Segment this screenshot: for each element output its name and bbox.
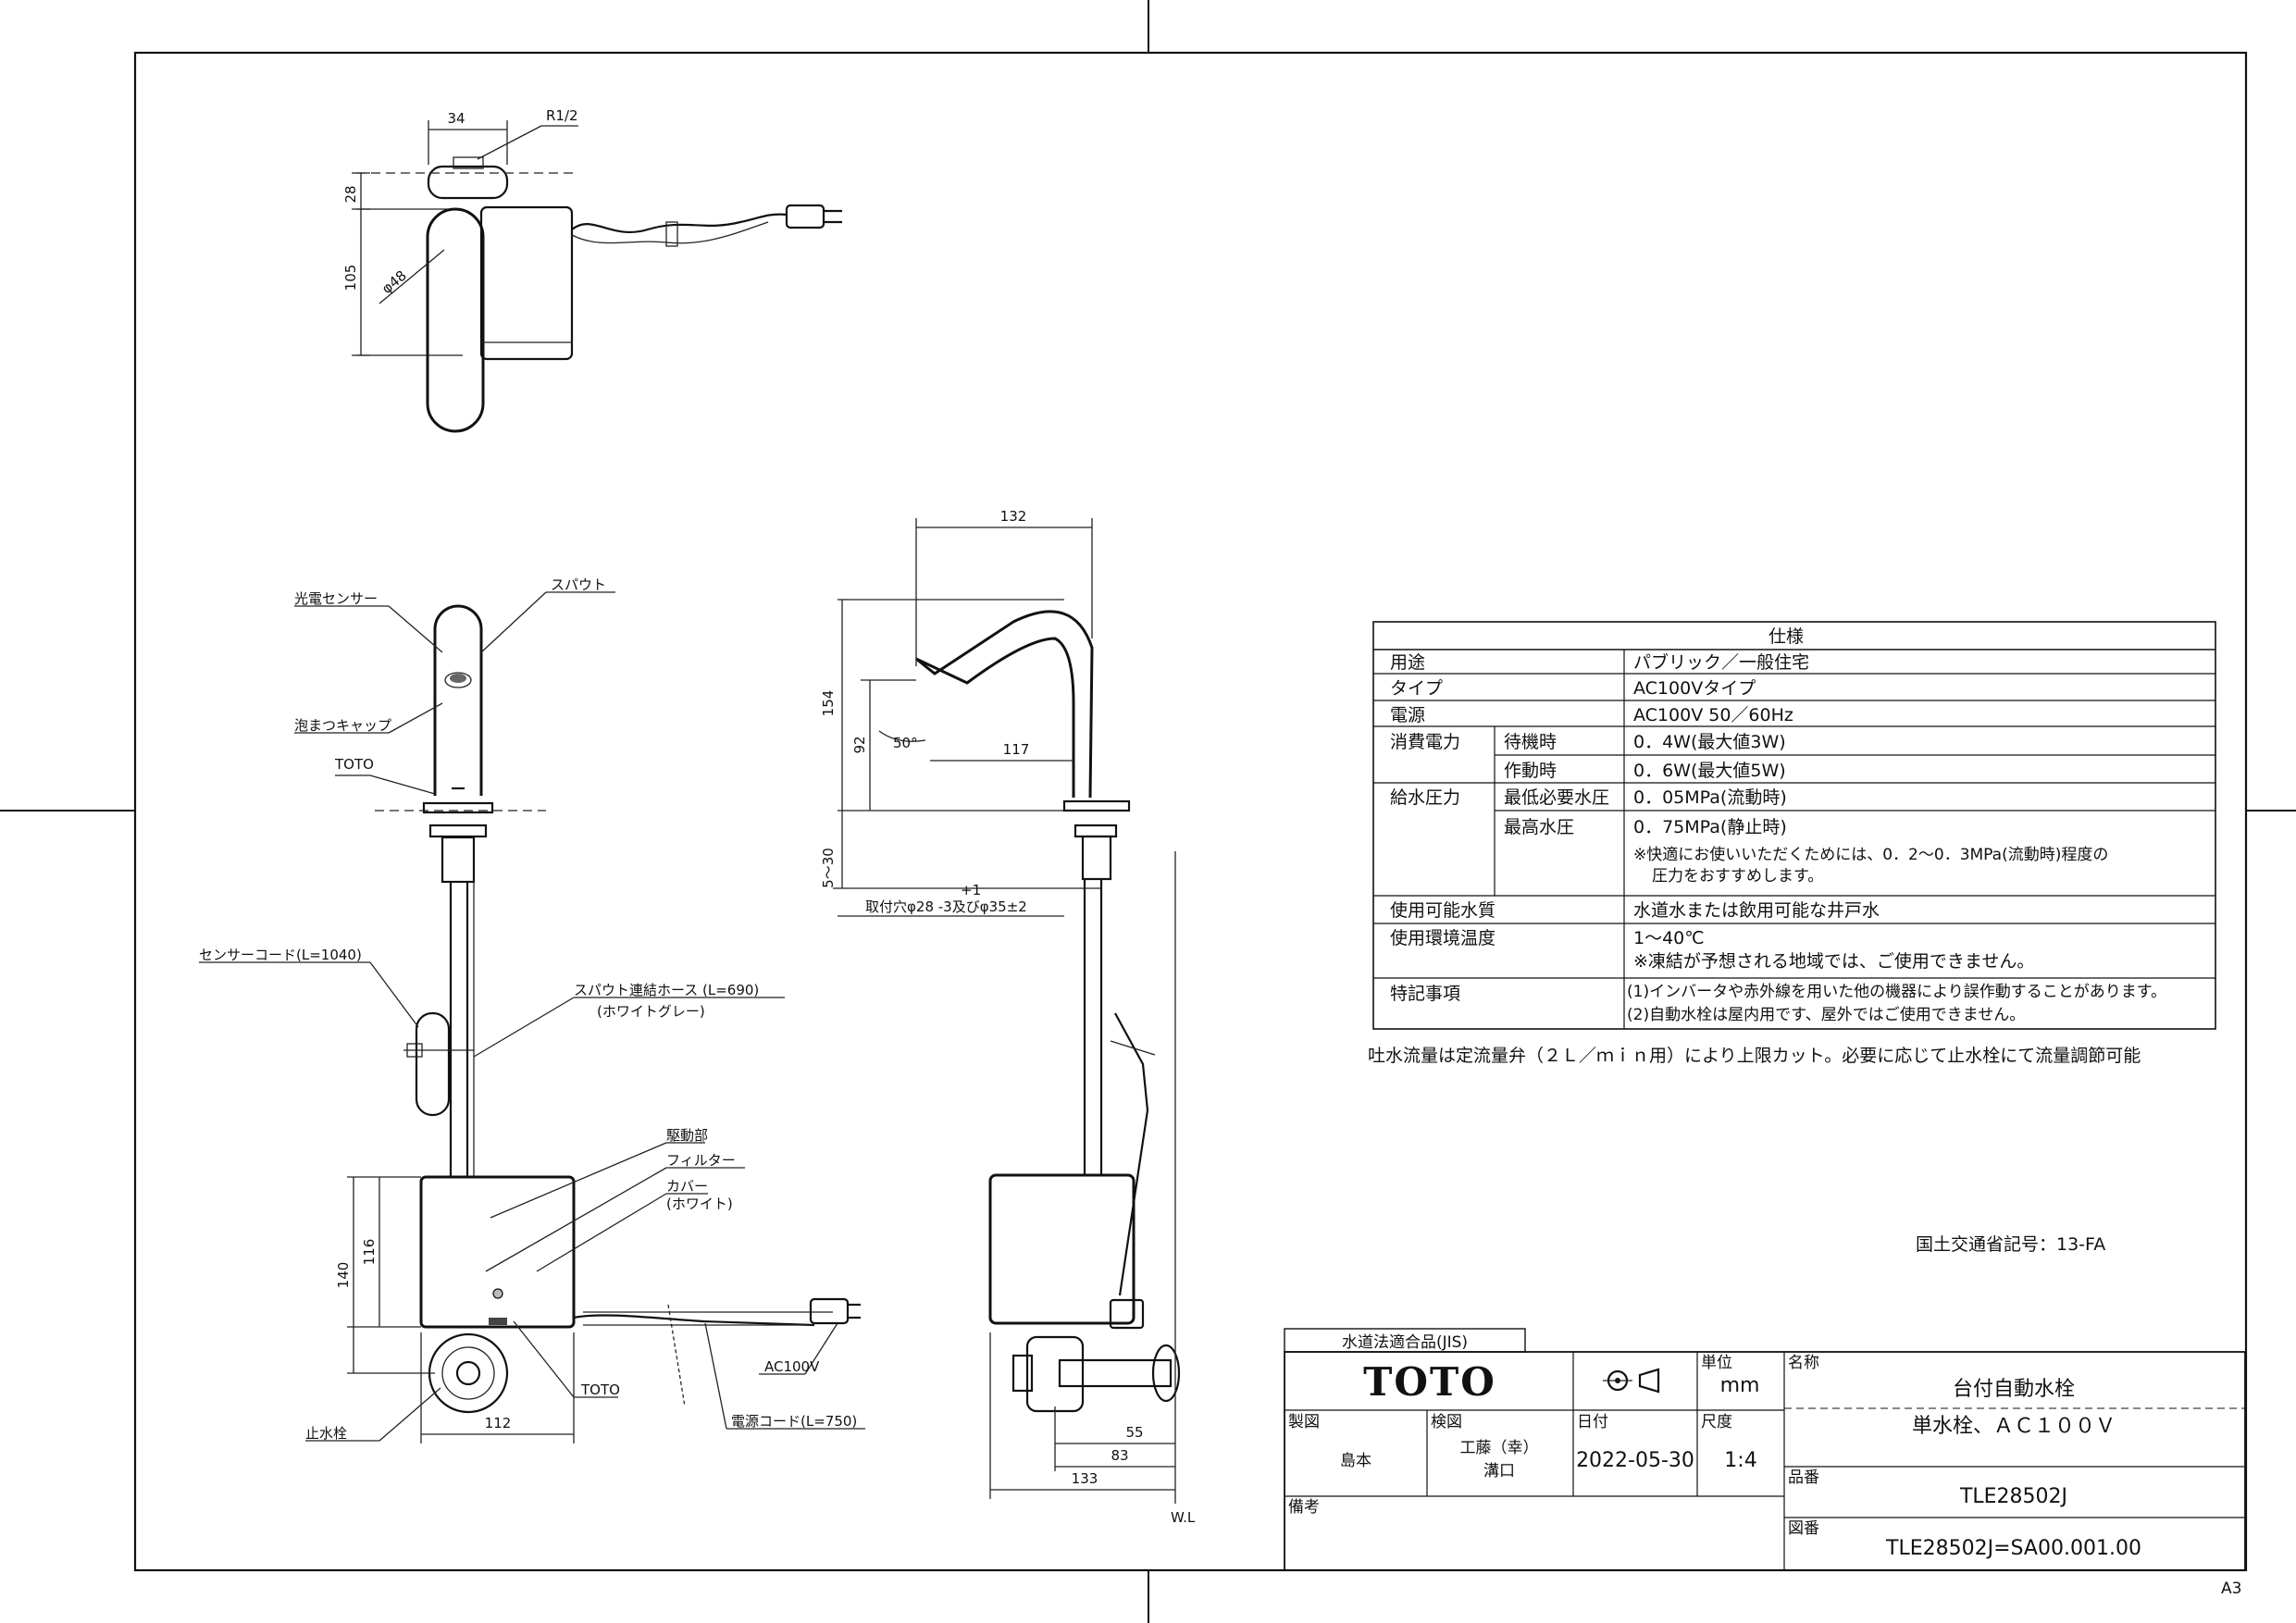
- spec-pressure-note-1: ※快適にお使いいただくためには、0．2～0．3MPa(流動時)程度の: [1633, 845, 2108, 864]
- spec-value-water: 水道水または飲用可能な井戸水: [1633, 900, 1880, 921]
- spec-note-2: (2)自動水栓は屋内用です、屋外ではご使用できません。: [1627, 1005, 2025, 1024]
- dim-outlet-reach: 117: [1003, 741, 1030, 758]
- spec-table-title: 仕様: [1769, 626, 1804, 647]
- checked-by-1: 工藤（幸）: [1460, 1439, 1539, 1457]
- label-toto-mark-2: TOTO: [580, 1381, 620, 1398]
- unit-value: mm: [1720, 1374, 1760, 1397]
- dim-side-55: 55: [1125, 1424, 1143, 1441]
- spec-value-use: パブリック／一般住宅: [1633, 651, 1809, 673]
- dim-side-height: 154: [820, 690, 837, 717]
- label-mount-hole: 取付穴φ28 -3及びφ35±2: [865, 898, 1027, 915]
- dim-flange-height: 28: [342, 185, 359, 203]
- jis-label: 水道法適合品(JIS): [1342, 1333, 1468, 1352]
- label-power-cord: 電源コード(L=750): [731, 1413, 857, 1430]
- sheet-size: A3: [2221, 1580, 2241, 1598]
- dim-front-height: 140: [335, 1262, 352, 1289]
- label-filter: フィルター: [666, 1152, 736, 1169]
- spec-value-min-pressure: 0．05MPa(流動時): [1633, 787, 1787, 808]
- dim-box-height: 116: [361, 1239, 378, 1266]
- spec-label-notes: 特記事項: [1390, 984, 1460, 1004]
- spec-value-operating: 0．6W(最大値5W): [1633, 761, 1786, 781]
- part-label: 品番: [1788, 1468, 1819, 1487]
- name-label: 名称: [1788, 1354, 1819, 1372]
- spec-sub-max-pressure: 最高水圧: [1504, 817, 1574, 837]
- dim-side-133: 133: [1072, 1470, 1098, 1487]
- drawing-no-label: 図番: [1788, 1519, 1819, 1538]
- top-view-dimensions: 34 R1/2 28 105 φ48: [342, 107, 578, 297]
- remarks-label: 備考: [1288, 1498, 1320, 1517]
- spec-value-max-pressure: 0．75MPa(静止時): [1633, 817, 1787, 837]
- label-sensor-cord: センサーコード(L=1040): [199, 947, 362, 963]
- dim-thread: R1/2: [546, 107, 578, 124]
- label-mount-hole-tolerance: +1: [961, 882, 981, 898]
- spec-pressure-note-2: 圧力をおすすめします。: [1652, 867, 1823, 886]
- projection-symbol-icon: [1603, 1368, 1660, 1394]
- dim-box-width: 112: [485, 1415, 512, 1431]
- front-view-labels: 光電センサー スパウト 泡まつキャップ TOTO センサーコード(L=1040)…: [199, 576, 857, 1442]
- spec-value-power: AC100V 50／60Hz: [1633, 705, 1793, 725]
- dim-side-83: 83: [1111, 1447, 1128, 1464]
- spec-label-water: 使用可能水質: [1390, 900, 1496, 921]
- product-name-1: 台付自動水栓: [1953, 1378, 2075, 1401]
- spec-value-standby: 0．4W(最大値3W): [1633, 732, 1786, 752]
- dim-outlet-height: 92: [851, 736, 868, 753]
- dim-top-width: 34: [447, 110, 465, 127]
- unit-label: 単位: [1701, 1354, 1732, 1372]
- spec-label-temperature: 使用環境温度: [1390, 928, 1496, 948]
- checked-by-2: 溝口: [1483, 1462, 1515, 1481]
- spec-label-power: 電源: [1390, 705, 1425, 725]
- checked-label: 検図: [1431, 1413, 1462, 1431]
- label-spout-hose: スパウト連結ホース (L=690): [574, 982, 759, 998]
- label-spout: スパウト: [551, 576, 606, 593]
- spec-sub-min-pressure: 最低必要水圧: [1504, 787, 1609, 808]
- product-name-2: 単水栓、ＡＣ１００Ｖ: [1912, 1415, 2116, 1438]
- title-block: 水道法適合品(JIS) TOTO 単位 mm 名称 台付自動水栓 単水栓、ＡＣ１…: [1284, 1328, 2246, 1571]
- dim-diameter: φ48: [379, 267, 410, 297]
- top-view-drawing: [352, 120, 842, 433]
- drawn-by: 島本: [1340, 1452, 1371, 1470]
- label-cover-color: (ホワイト): [666, 1196, 733, 1212]
- label-ac100v: AC100V: [764, 1358, 820, 1375]
- label-aerator-cap: 泡まつキャップ: [294, 717, 391, 734]
- date-label: 日付: [1577, 1413, 1608, 1431]
- spec-label-consumption: 消費電力: [1390, 732, 1460, 752]
- label-cover: カバー: [666, 1178, 708, 1195]
- spec-value-type: AC100Vタイプ: [1633, 678, 1756, 699]
- label-hose-color: (ホワイトグレー): [597, 1003, 705, 1020]
- flow-note: 吐水流量は定流量弁（２Ｌ／ｍｉｎ用）により上限カット。必要に応じて止水栓にて流量…: [1368, 1046, 2141, 1066]
- side-view-drawing: [833, 518, 1181, 1504]
- label-photo-sensor: 光電センサー: [294, 590, 378, 607]
- label-stop-valve: 止水栓: [305, 1425, 347, 1442]
- side-view-labels: 132 154 92 50° 117 5～30 +1 取付穴φ28 -3及びφ3…: [820, 508, 1196, 1526]
- dim-side-reach: 132: [1000, 508, 1027, 525]
- label-wall-line: W.L: [1171, 1509, 1196, 1526]
- spec-label-use: 用途: [1390, 652, 1425, 673]
- front-view-drawing: [199, 591, 865, 1443]
- dim-deck-thickness: 5～30: [820, 848, 837, 888]
- dim-outlet-angle: 50°: [893, 735, 918, 751]
- label-drive-unit: 駆動部: [666, 1127, 708, 1144]
- drawing-number: TLE28502J=SA00.001.00: [1885, 1537, 2141, 1560]
- part-number: TLE28502J: [1959, 1485, 2067, 1508]
- scale-label: 尺度: [1701, 1413, 1732, 1431]
- dim-body-length: 105: [342, 265, 359, 291]
- spec-table: 仕様 用途 パブリック／一般住宅 タイプ AC100Vタイプ 電源 AC100V…: [1372, 621, 2216, 1030]
- scale-value: 1:4: [1724, 1449, 1756, 1472]
- spec-note-1: (1)インバータや赤外線を用いた他の機器により誤作動することがあります。: [1627, 983, 2166, 1001]
- spec-sub-standby: 待機時: [1504, 732, 1557, 752]
- spec-value-temperature: 1～40℃: [1633, 928, 1705, 948]
- spec-label-pressure: 給水圧力: [1390, 787, 1460, 808]
- spec-sub-operating: 作動時: [1504, 761, 1557, 781]
- ministry-code: 国土交通省記号：13-FA: [1916, 1234, 2105, 1255]
- label-toto-mark: TOTO: [334, 756, 374, 773]
- drawn-label: 製図: [1288, 1413, 1320, 1431]
- spec-label-type: タイプ: [1390, 678, 1443, 699]
- date-value: 2022-05-30: [1576, 1449, 1694, 1472]
- brand-logo: TOTO: [1363, 1359, 1496, 1405]
- spec-temperature-note: ※凍結が予想される地域では、ご使用できません。: [1633, 951, 2034, 972]
